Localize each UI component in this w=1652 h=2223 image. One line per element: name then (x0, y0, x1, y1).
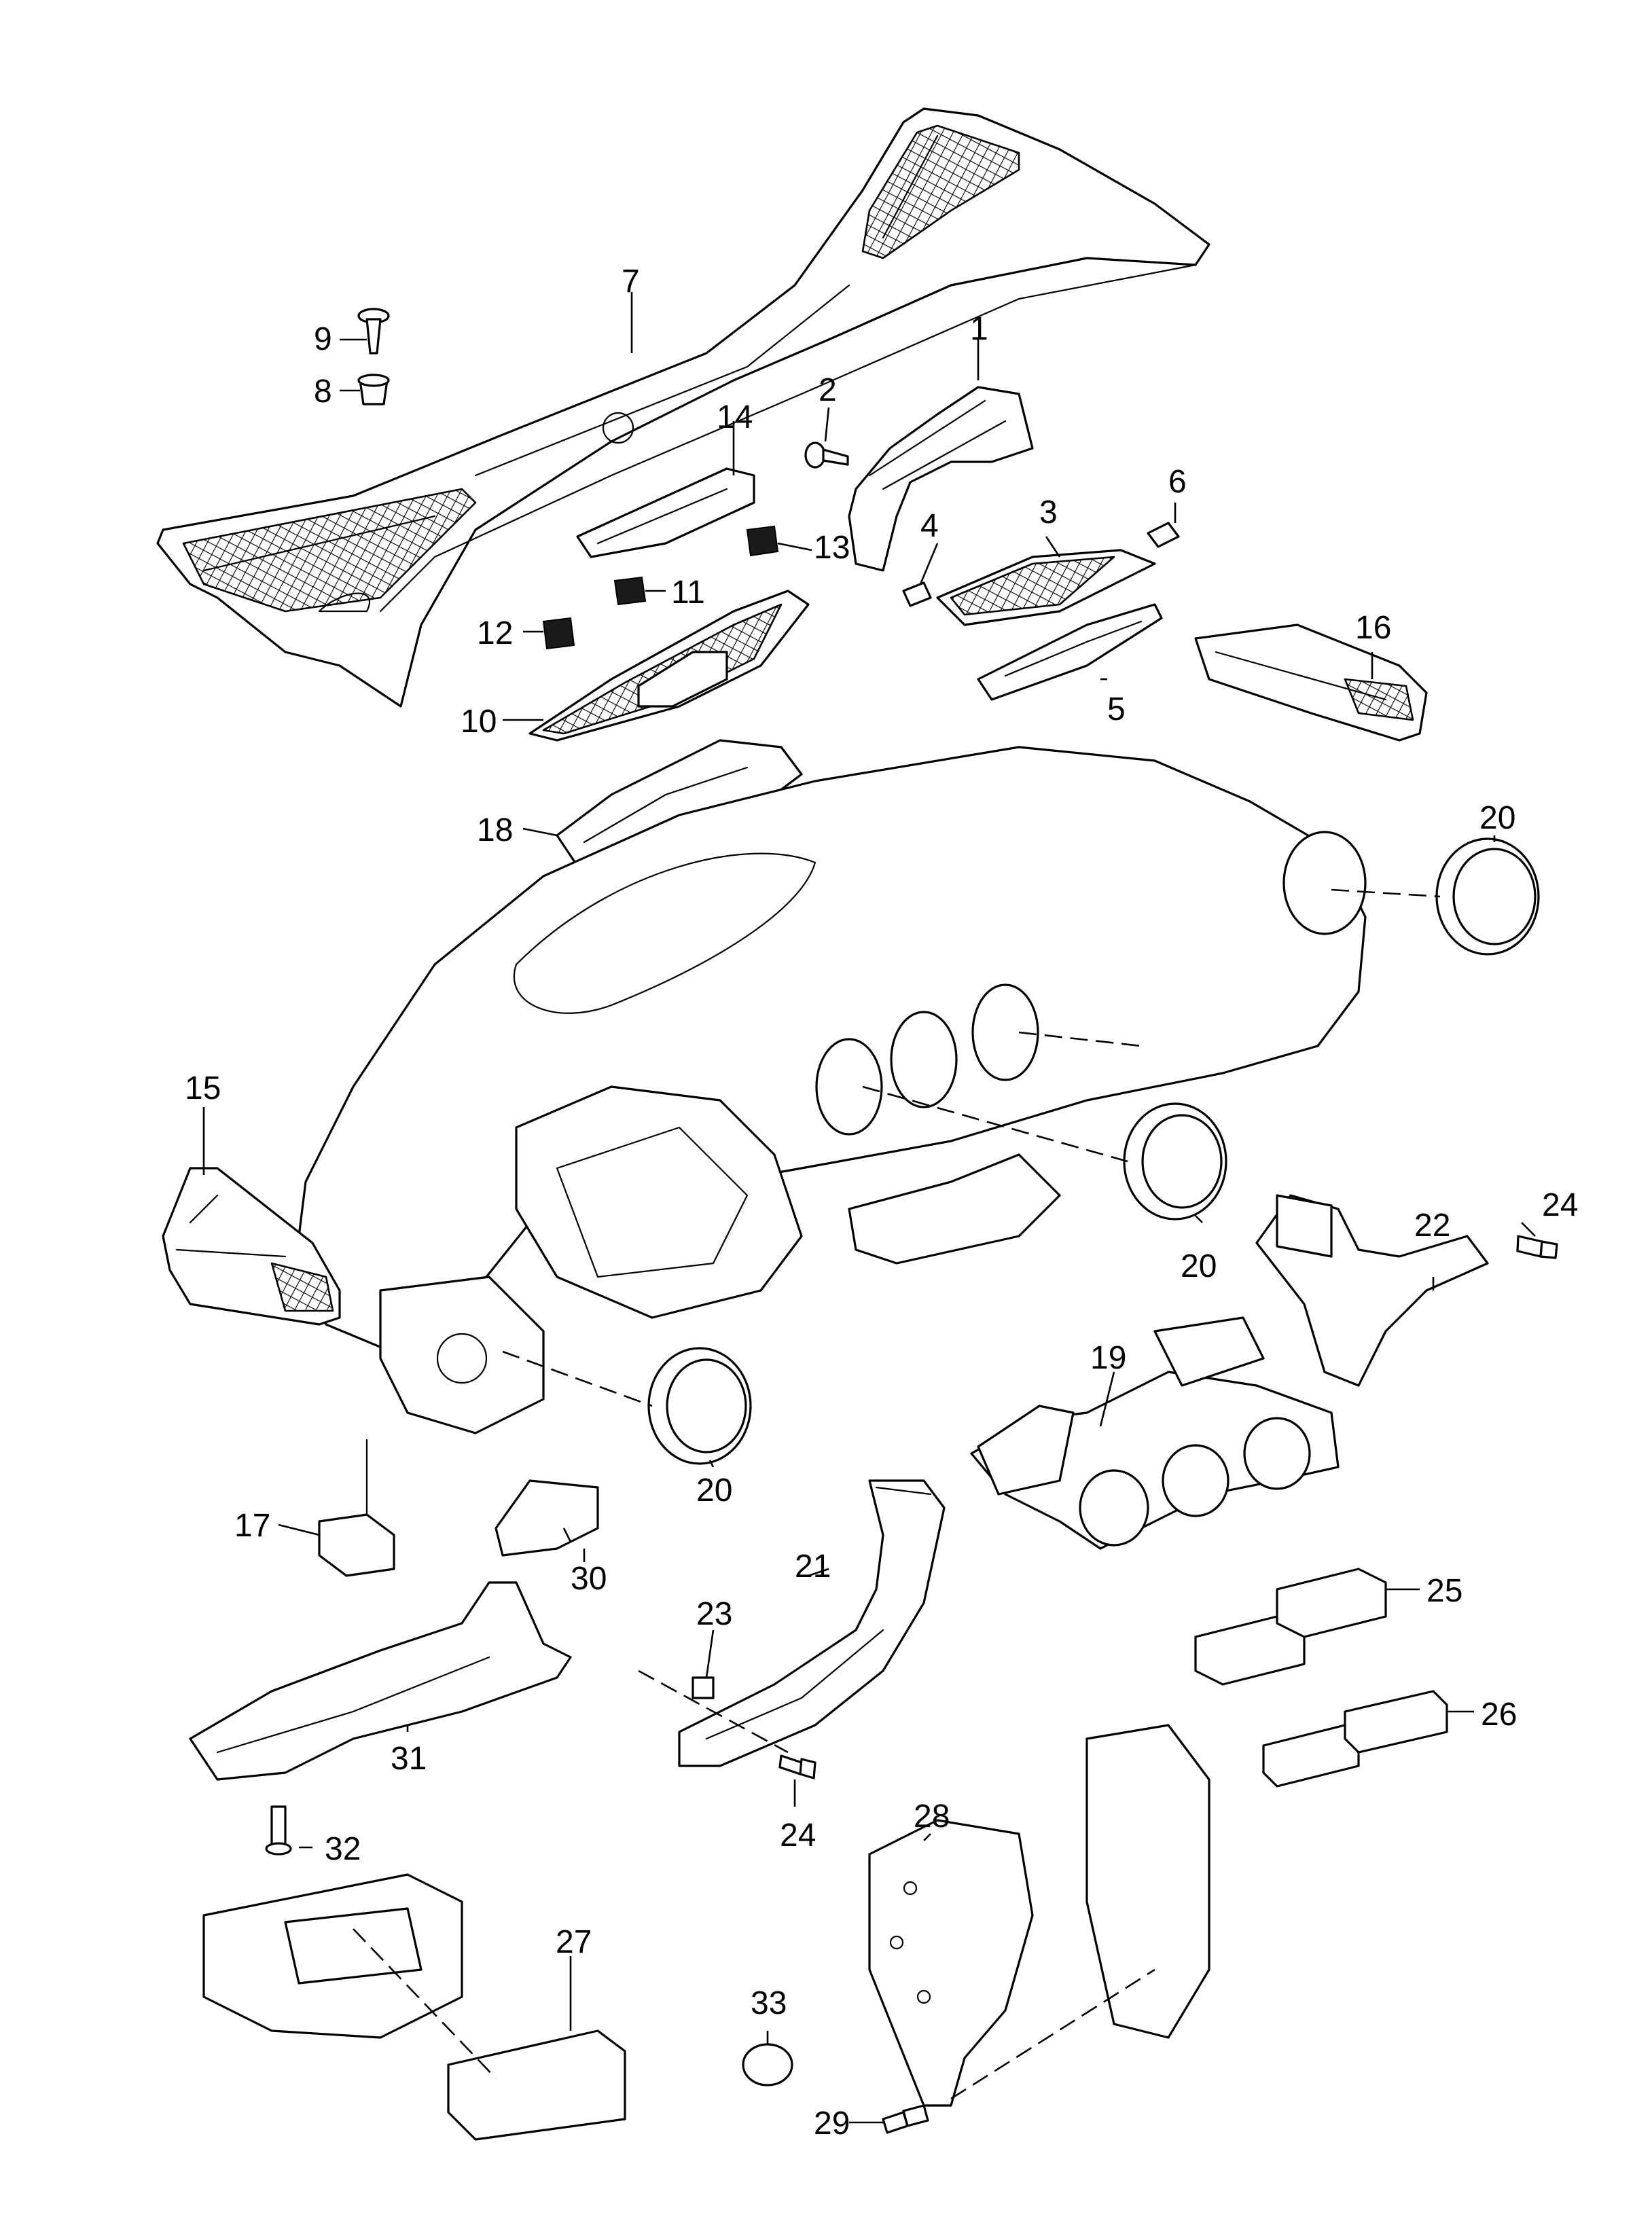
dashed-alignment-lines (353, 888, 1441, 2100)
callout-22: 22 (1414, 1208, 1450, 1244)
plug-icon (318, 1439, 395, 1577)
callout-9: 9 (314, 321, 332, 357)
bolt-icon (882, 2104, 929, 2134)
callout-20a: 20 (1479, 800, 1515, 836)
callout-7: 7 (622, 264, 640, 300)
callout-10: 10 (461, 704, 497, 740)
callout-24a: 24 (1542, 1187, 1578, 1223)
round-vent-20a (1435, 837, 1540, 956)
callout-33: 33 (751, 1985, 787, 2021)
callout-30: 30 (571, 1561, 607, 1597)
clip-icon (902, 581, 932, 607)
callout-20c: 20 (696, 1472, 732, 1508)
duct-part-19 (970, 1316, 1340, 1550)
clip-icon (746, 525, 779, 557)
callout-12: 12 (477, 615, 513, 651)
callout-20b: 20 (1181, 1248, 1217, 1284)
clip-icon (613, 576, 647, 606)
bolt-icon (778, 1754, 816, 1779)
cowl-panel (156, 107, 1210, 708)
screw-icon (804, 441, 849, 469)
callout-2: 2 (819, 372, 837, 408)
bracket-part-28 (868, 1724, 1210, 2107)
bracket-part-1 (848, 386, 1034, 572)
callout-32: 32 (325, 1831, 361, 1867)
callout-27: 27 (556, 1924, 592, 1960)
callout-13: 13 (814, 530, 850, 566)
grommet-icon (742, 2043, 793, 2086)
screw-icon (357, 308, 390, 355)
duct-part-30 (495, 1479, 599, 1557)
callout-8: 8 (314, 374, 332, 410)
duct-part-22 (1255, 1194, 1489, 1387)
callout-19: 19 (1090, 1340, 1126, 1376)
clip-icon (692, 1676, 715, 1699)
callout-11: 11 (671, 575, 705, 611)
clip-icon (1147, 522, 1180, 548)
callout-25: 25 (1426, 1573, 1462, 1609)
bolt-icon (265, 1805, 292, 1856)
callout-15: 15 (185, 1070, 221, 1106)
callout-14: 14 (717, 399, 753, 435)
callout-6: 6 (1168, 464, 1187, 500)
bolt-icon (1516, 1235, 1558, 1259)
callout-29: 29 (814, 2105, 850, 2141)
tray-part-16 (1194, 623, 1428, 742)
callout-28: 28 (914, 1799, 950, 1835)
leader-lines (202, 292, 1536, 2124)
callout-18: 18 (477, 812, 513, 848)
round-vent-20b (1123, 1102, 1227, 1221)
vent-part-26 (1262, 1690, 1448, 1788)
vent-part-27 (202, 1873, 626, 2141)
clip-icon (542, 617, 575, 650)
callout-3: 3 (1039, 494, 1058, 530)
dashboard-main (298, 746, 1367, 1434)
bracket-part-31 (189, 1581, 572, 1781)
callout-4: 4 (920, 508, 939, 544)
callout-21: 21 (795, 1549, 831, 1585)
vent-part-25 (1194, 1568, 1387, 1686)
callout-31: 31 (391, 1741, 427, 1777)
callout-26: 26 (1481, 1697, 1517, 1733)
callout-5: 5 (1107, 691, 1126, 727)
callout-1: 1 (970, 311, 988, 347)
grille-part-10 (528, 590, 810, 742)
callout-23: 23 (696, 1596, 732, 1632)
grommet-icon (357, 374, 390, 405)
duct-part-21 (678, 1479, 946, 1767)
grille-part-3 (936, 549, 1156, 626)
cover-part-14 (576, 467, 755, 558)
callout-24b: 24 (780, 1818, 816, 1854)
round-vent-20c (647, 1347, 752, 1465)
seal-part-5 (977, 603, 1163, 701)
callout-17: 17 (234, 1508, 270, 1544)
callout-16: 16 (1355, 610, 1391, 646)
callout-labels: 1 2 3 4 5 6 7 8 9 10 11 12 13 14 15 16 1… (185, 264, 1578, 2141)
